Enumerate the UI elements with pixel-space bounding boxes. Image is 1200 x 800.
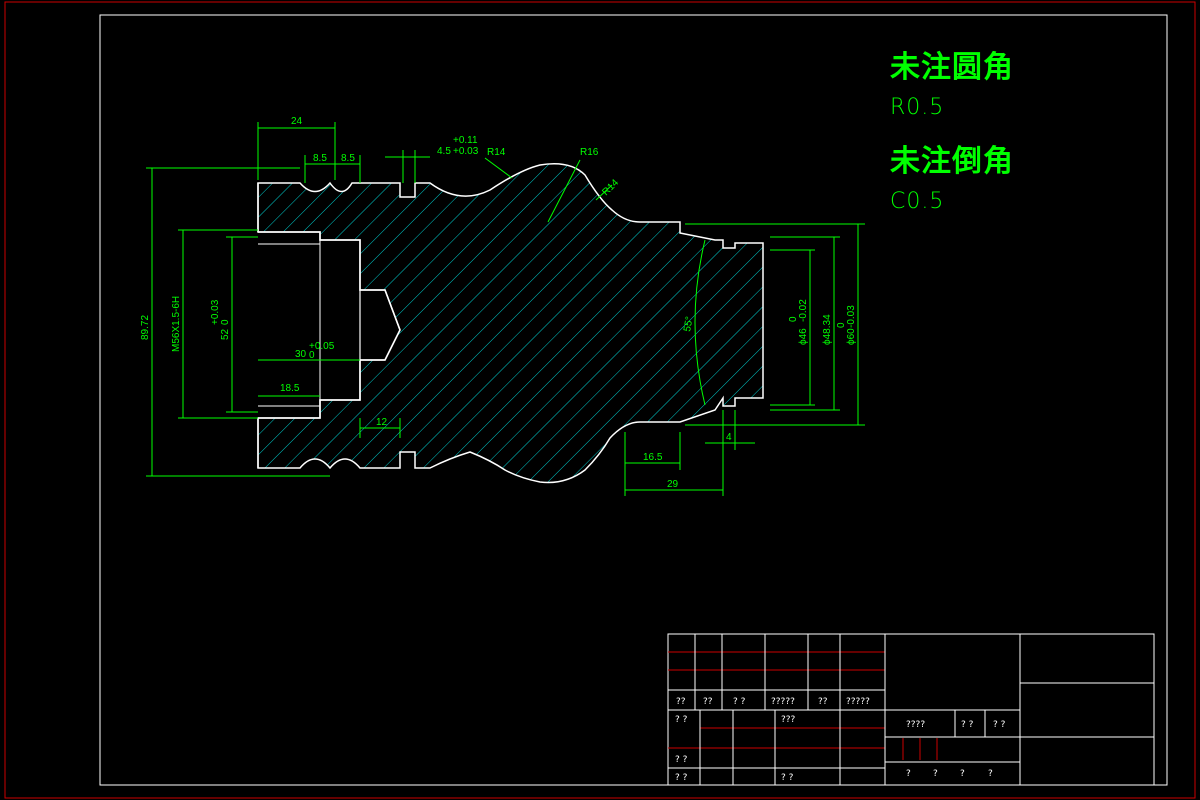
dim-16-5: 16.5 [643, 452, 663, 463]
tb-cell-b2: ???? [906, 720, 925, 730]
tb-cell-d2: ? [906, 769, 911, 779]
tb-cell-a1: ?? [703, 697, 713, 707]
dim-groove-tol-low: +0.03 [453, 146, 479, 157]
tb-cell-a4: ?? [818, 697, 828, 707]
tb-cell-d4: ? [960, 769, 965, 779]
fillet-note-title: 未注圆角 [890, 50, 1014, 85]
dim-phi46: ϕ46 [798, 328, 809, 345]
dim-30-tol-up: +0.05 [309, 341, 335, 352]
dim-thread: M56X1.5-6H [171, 296, 182, 352]
chamfer-note-title: 未注倒角 [890, 144, 1014, 179]
dim-bore: 52 [220, 328, 231, 340]
tb-cell-d3: ? [933, 769, 938, 779]
dim-groove: 4.5 [437, 146, 451, 157]
part-section [257, 163, 764, 484]
dim-30-tol-low: 0 [309, 350, 315, 361]
tb-cell-c0: ? ? [675, 755, 688, 765]
frame-border [99, 14, 1168, 786]
tb-cell-a3: ????? [771, 697, 795, 707]
tb-cell-b0: ? ? [675, 715, 688, 725]
dim-12: 12 [376, 417, 388, 428]
dim-angle: 55° [682, 316, 695, 333]
outer-border [4, 1, 1196, 799]
dim-30: 30 [295, 349, 307, 360]
dim-groove-tol-up: +0.11 [453, 135, 478, 146]
dim-bore-tol-low: 0 [220, 319, 231, 325]
dim-18-5: 18.5 [280, 383, 300, 394]
dim-phi46-tol-up: 0 [788, 316, 799, 322]
dim-8-5-b: 8.5 [341, 153, 355, 164]
tb-cell-d5: ? [988, 769, 993, 779]
tb-cell-b3: ? ? [961, 720, 974, 730]
dim-phi60: ϕ60 [846, 328, 857, 345]
title-block-text: ?? ?? ? ? ????? ?? ????? ? ? ??? ???? ? … [675, 697, 1006, 783]
dim-29: 29 [667, 479, 679, 490]
dim-phi60-tol-low: -0.03 [846, 305, 857, 328]
part-outline [257, 163, 764, 484]
tb-cell-b1: ??? [781, 715, 796, 725]
dim-r14-a: R14 [487, 147, 506, 158]
dimension-texts: 24 8.5 8.5 4.5 +0.11 +0.03 R14 R16 R14 8… [140, 116, 857, 490]
tb-cell-b4: ? ? [993, 720, 1006, 730]
dim-8-5-a: 8.5 [313, 153, 327, 164]
dim-phi60-tol-up: 0 [836, 322, 847, 328]
fillet-note-value: R0.5 [890, 95, 945, 120]
tb-cell-d0: ? ? [675, 773, 688, 783]
dim-phi46-tol-low: -0.02 [798, 299, 809, 322]
chamfer-note-value: C0.5 [890, 189, 945, 214]
tb-cell-a5: ????? [846, 697, 870, 707]
dimension-lines [146, 122, 865, 496]
tb-cell-a0: ?? [676, 697, 686, 707]
dim-r14-b: R14 [600, 177, 621, 198]
dim-phi48: ϕ48.34 [822, 314, 833, 345]
tb-cell-d1: ? ? [781, 773, 794, 783]
dim-r16: R16 [580, 147, 599, 158]
title-block [667, 633, 1155, 786]
dim-24: 24 [291, 116, 303, 127]
dim-4: 4 [726, 432, 732, 443]
dim-overall-dia: 89.72 [140, 315, 151, 340]
dim-bore-tol-up: +0.03 [210, 299, 221, 325]
tb-cell-a2: ? ? [733, 697, 746, 707]
